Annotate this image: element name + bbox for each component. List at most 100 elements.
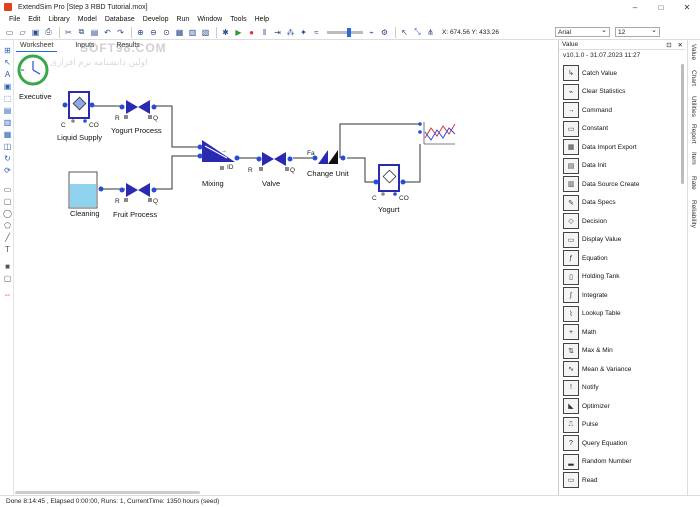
stop-icon[interactable]: ● [249,27,254,37]
text-insert-tool-icon[interactable]: T [5,245,10,254]
print-icon[interactable]: ⎙ [45,27,52,36]
library-item[interactable]: ▭Read [559,471,679,490]
maximize-button[interactable]: □ [658,2,664,12]
library-item[interactable]: ⌁Clear Statistics [559,83,679,102]
menu-model[interactable]: Model [77,16,97,23]
menu-help[interactable]: Help [254,16,269,23]
font-size-select[interactable]: 12 [615,26,660,37]
library-item[interactable]: →Command [559,101,679,120]
border-color-icon[interactable]: ▢ [3,274,12,283]
side-tab-report[interactable]: Report [690,124,697,144]
animation-tool-icon[interactable]: ◫ [3,142,12,151]
redo-icon[interactable]: ↷ [117,27,124,37]
pointer-tool-icon[interactable]: ↖ [4,58,11,67]
library-item[interactable]: ∫Integrate [559,286,679,305]
library-item[interactable]: ◇Decision [559,212,679,231]
library-item[interactable]: ↳Catch Value [559,64,679,83]
library-item[interactable]: ?Query Equation [559,434,679,453]
step-icon[interactable]: ⇥ [274,27,281,37]
library-item[interactable]: ▦Data Import Export [559,138,679,157]
animation-speed-icon[interactable]: ≈ [314,27,319,37]
undo-icon[interactable]: ↶ [104,27,111,37]
menu-tools[interactable]: Tools [230,16,247,23]
side-tab-item[interactable]: Item [690,152,697,165]
animation-icon[interactable]: ✦ [300,27,307,37]
menu-run[interactable]: Run [176,16,190,23]
text-tool-icon[interactable]: A [4,70,11,79]
tab-results[interactable]: Results [116,42,140,49]
pattern-icon[interactable]: ⇔ [3,290,12,299]
connection-icon[interactable]: ⌁ [369,27,374,37]
minimize-button[interactable]: – [632,2,638,12]
close-icon[interactable]: ✕ [677,41,683,49]
zoom-fit-icon[interactable]: ⊙ [163,27,170,37]
run-icon[interactable]: ▶ [235,27,242,37]
tab-inputs[interactable]: Inputs [75,42,95,49]
dashboard-tool-icon[interactable]: ▦ [3,130,12,139]
fill-color-icon[interactable]: ■ [5,262,10,271]
database-tool-icon[interactable]: ▥ [3,118,12,127]
library-item[interactable]: !Notify [559,379,679,398]
menu-database[interactable]: Database [104,16,135,23]
library-item[interactable]: ▤Data Init [559,157,679,176]
menu-library[interactable]: Library [48,16,70,23]
close-button[interactable]: ✕ [683,2,691,12]
copy-icon[interactable]: ⧉ [78,27,85,36]
side-tab-rate[interactable]: Rate [690,176,697,190]
connect-tool-icon[interactable]: ⤡ [414,27,421,36]
cut-icon[interactable]: ✂ [65,27,72,37]
library-item[interactable]: ⇅Max & Min [559,342,679,361]
paste-icon[interactable]: ▤ [90,27,99,37]
vertical-scrollbar[interactable] [681,64,684,184]
menu-file[interactable]: File [9,16,21,23]
library-item[interactable]: ◣Optimizer [559,397,679,416]
pin-icon[interactable]: ⊡ [666,41,672,49]
pause-icon[interactable]: ‖ [262,27,267,37]
tab-worksheet[interactable]: Worksheet [16,42,58,52]
clone-tool-icon[interactable]: ⋔ [427,27,434,37]
polygon-tool-icon[interactable]: ⬠ [4,221,11,230]
library-item[interactable]: ▂Random Number [559,453,679,472]
side-tab-value[interactable]: Value [690,44,697,61]
library-item[interactable]: ⌇Lookup Table [559,305,679,324]
block-tool-icon[interactable]: ⊞ [4,46,11,55]
horizontal-scrollbar[interactable] [15,491,200,494]
model-canvas[interactable]: → [15,52,553,492]
oval-tool-icon[interactable]: ◯ [3,209,12,218]
open-folder-icon[interactable]: ▱ [19,27,26,37]
grid-icon[interactable]: ▦ [175,27,184,37]
debug-icon[interactable]: ⁂ [286,27,295,37]
menu-develop[interactable]: Develop [142,16,169,23]
rectangle-tool-icon[interactable]: ▭ [3,185,12,194]
library-item[interactable]: ▯Holding Tank [559,268,679,287]
cursor-tool-icon[interactable]: ↖ [401,27,408,37]
menu-edit[interactable]: Edit [28,16,41,23]
font-family-select[interactable]: Arial [555,26,610,37]
save-icon[interactable]: ▣ [31,27,40,37]
rotate-tool-icon[interactable]: ↻ [4,154,11,163]
library-item[interactable]: ✎Data Specs [559,194,679,213]
zoom-in-icon[interactable]: ⊕ [137,27,144,37]
library-icon[interactable]: ⚙ [380,27,389,37]
new-file-icon[interactable]: ▭ [5,27,14,37]
zoom-out-icon[interactable]: ⊖ [150,27,157,37]
refresh-tool-icon[interactable]: ⟳ [4,166,11,175]
rounded-rectangle-tool-icon[interactable]: ▢ [3,197,12,206]
run-settings-icon[interactable]: ✱ [222,27,229,37]
side-tab-reliability[interactable]: Reliability [690,200,697,228]
side-tab-utilities[interactable]: Utilities [690,96,697,117]
hierarchy-tool-icon[interactable]: ▣ [3,82,12,91]
line-tool-icon[interactable]: ╱ [5,233,10,242]
library-item[interactable]: ⎍Pulse [559,416,679,435]
library-block-icon[interactable]: ▤ [3,106,12,115]
library-item[interactable]: ∿Mean & Variance [559,360,679,379]
library-item[interactable]: ▭Display Value [559,231,679,250]
side-tab-chart[interactable]: Chart [690,70,697,86]
library-item[interactable]: ▥Data Source Create [559,175,679,194]
notebook-icon[interactable]: ▧ [201,27,210,37]
layers-icon[interactable]: ▥ [188,27,197,37]
menu-window[interactable]: Window [197,16,223,23]
animation-speed-slider[interactable] [327,27,363,37]
library-item[interactable]: ▭Constant [559,120,679,139]
